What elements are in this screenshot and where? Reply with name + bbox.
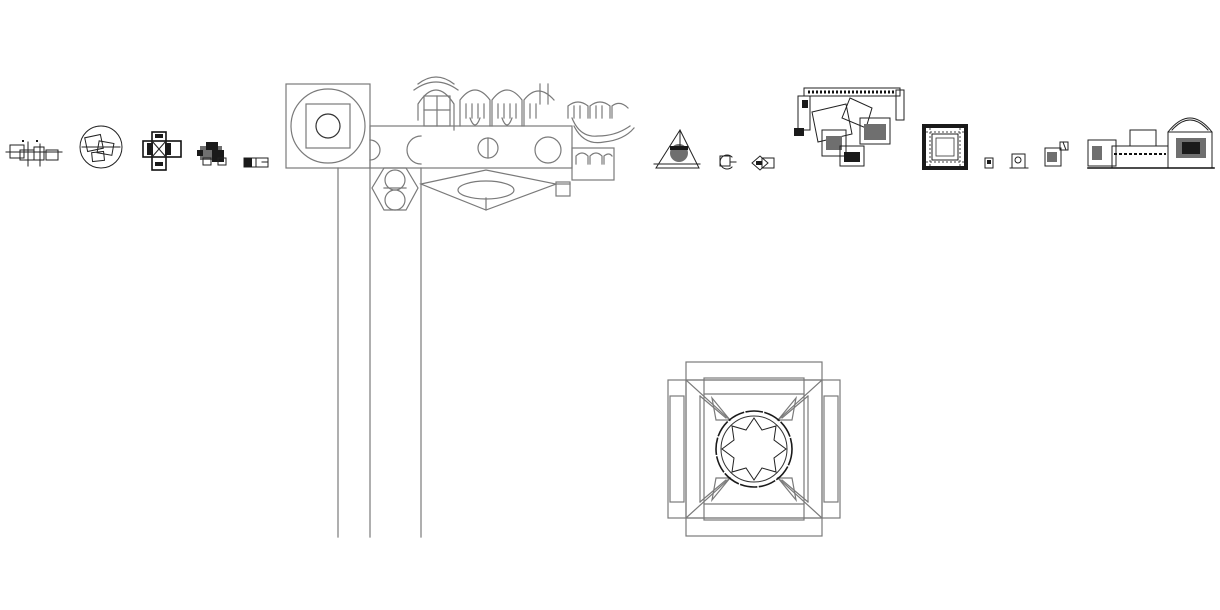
large-square-plan-with-circular-core [667,361,841,537]
long-linear-plan-with-dome [1087,117,1215,169]
small-c-shape-plan [719,154,737,170]
circular-plan-rotated-squares [79,125,123,169]
tiny-square-plan [984,157,994,169]
large-complex-plan-with-corridor [285,76,635,538]
cross-shaped-plan [142,131,182,171]
small-box-plan [1009,153,1029,169]
small-corner-plan [1044,141,1069,167]
small-plan-rectangles [5,140,63,167]
triangular-plan-with-circle [653,128,701,169]
angled-wing-plan [794,87,905,167]
square-courtyard-plan [922,124,968,170]
cluster-plan-dark [197,142,227,166]
small-diamond-plan [751,155,775,171]
small-linear-plan [243,157,269,168]
